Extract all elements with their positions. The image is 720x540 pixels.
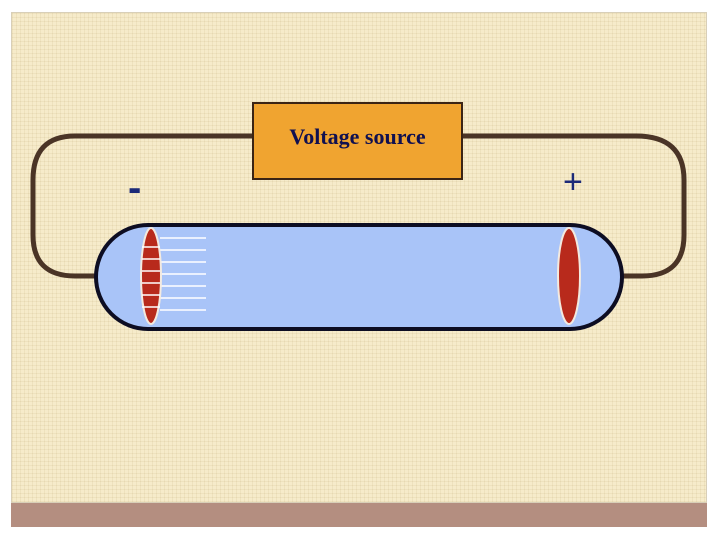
voltage-source-label: Voltage source	[289, 124, 426, 149]
footer-bar	[11, 503, 707, 527]
negative-terminal-label: -	[128, 166, 142, 210]
cathode-electrode	[140, 227, 162, 325]
cathode-marks	[142, 246, 160, 308]
cathode-rays	[160, 237, 206, 311]
anode-electrode	[557, 227, 581, 325]
positive-terminal-label: +	[563, 163, 583, 201]
voltage-source-box: Voltage source	[252, 102, 463, 180]
left-wire	[30, 133, 255, 279]
right-wire	[460, 133, 687, 279]
discharge-tube	[94, 223, 624, 331]
